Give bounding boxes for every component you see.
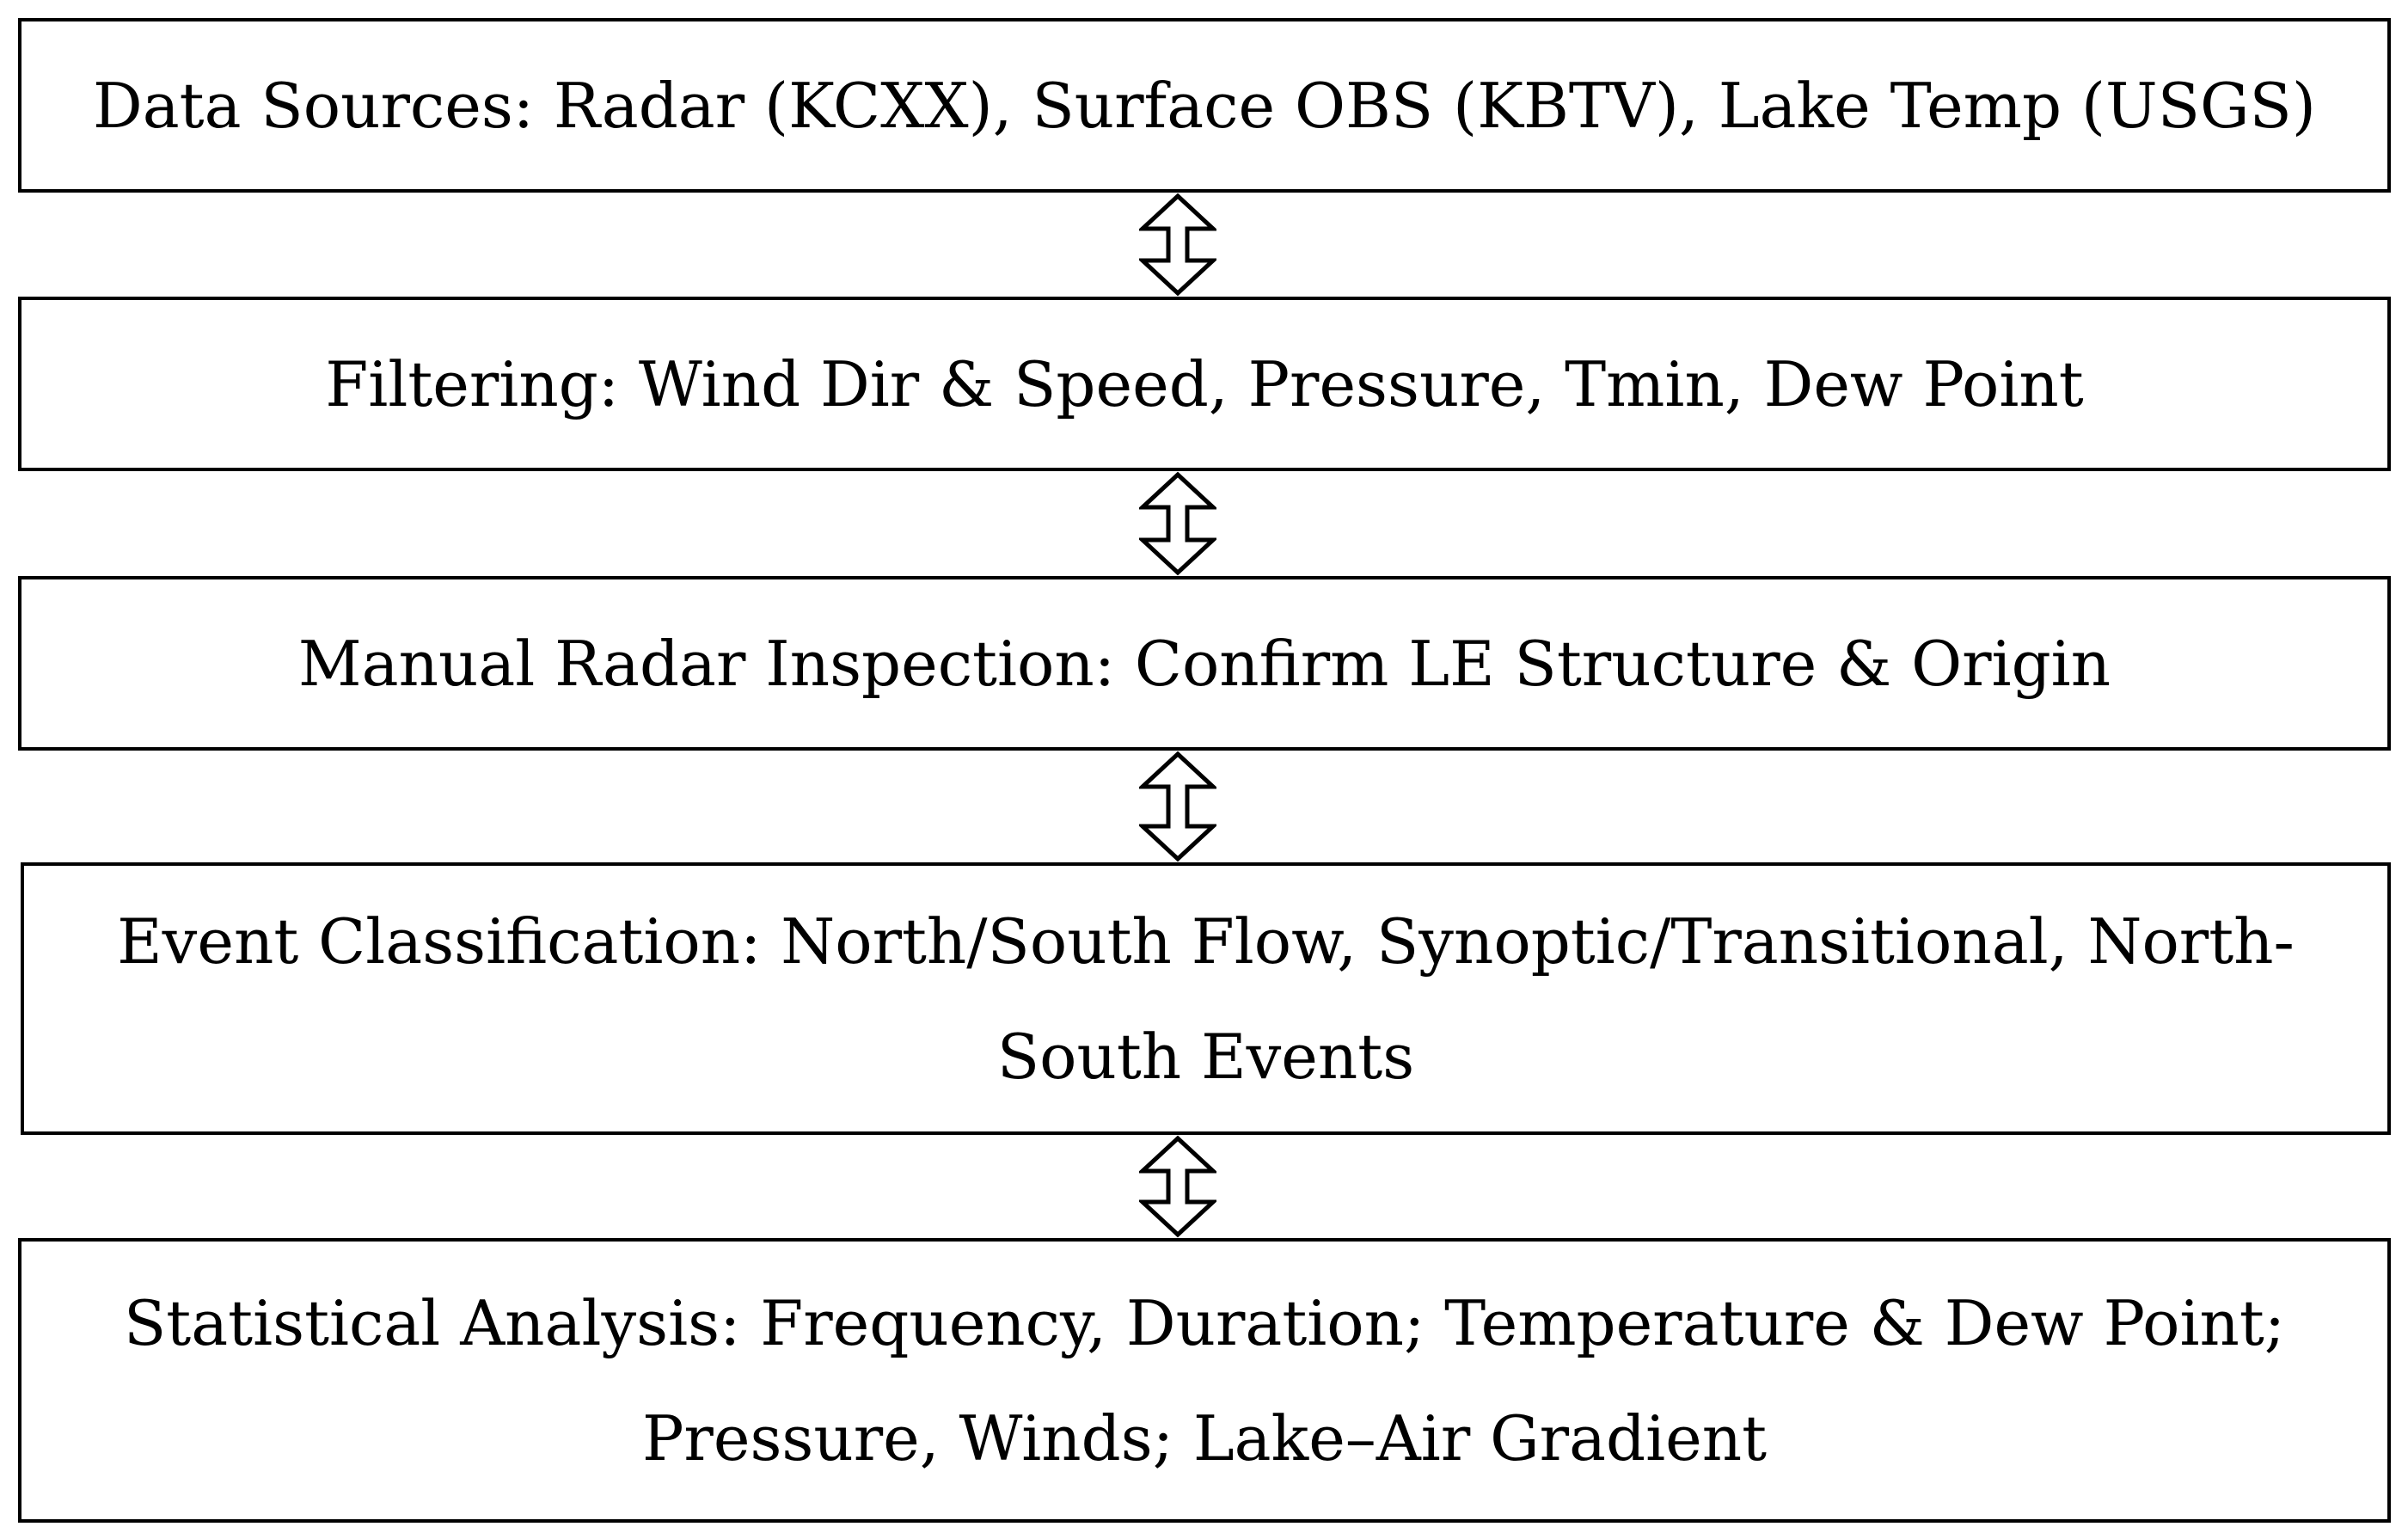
- step-statistical-analysis: Statistical Analysis: Frequency, Duratio…: [18, 1238, 2391, 1523]
- step-manual-radar-inspection: Manual Radar Inspection: Confirm LE Stru…: [18, 576, 2391, 751]
- arrow-outline: [1139, 1135, 1216, 1238]
- arrow-outline: [1139, 193, 1216, 297]
- double-headed-arrow-icon: [1139, 1135, 1216, 1238]
- double-headed-arrow-icon: [1139, 751, 1216, 862]
- double-headed-arrow-icon: [1139, 471, 1216, 576]
- step-event-classification: Event Classification: North/South Flow, …: [21, 862, 2391, 1135]
- step-label: Manual Radar Inspection: Confirm LE Stru…: [297, 627, 2111, 700]
- step-label: Statistical Analysis: Frequency, Duratio…: [123, 1286, 2286, 1475]
- double-headed-arrow-icon: [1139, 193, 1216, 297]
- arrow-shape: [1139, 751, 1216, 862]
- arrow-shape: [1139, 1135, 1216, 1238]
- arrow-shape: [1139, 193, 1216, 297]
- arrow-outline: [1139, 471, 1216, 576]
- step-label: Data Sources: Radar (KCXX), Surface OBS …: [93, 69, 2316, 142]
- step-filtering: Filtering: Wind Dir & Speed, Pressure, T…: [18, 297, 2391, 471]
- step-label: Event Classification: North/South Flow, …: [117, 904, 2295, 1093]
- step-data-sources: Data Sources: Radar (KCXX), Surface OBS …: [18, 18, 2391, 193]
- arrow-shape: [1139, 471, 1216, 576]
- arrow-outline: [1139, 751, 1216, 862]
- step-label: Filtering: Wind Dir & Speed, Pressure, T…: [325, 347, 2084, 420]
